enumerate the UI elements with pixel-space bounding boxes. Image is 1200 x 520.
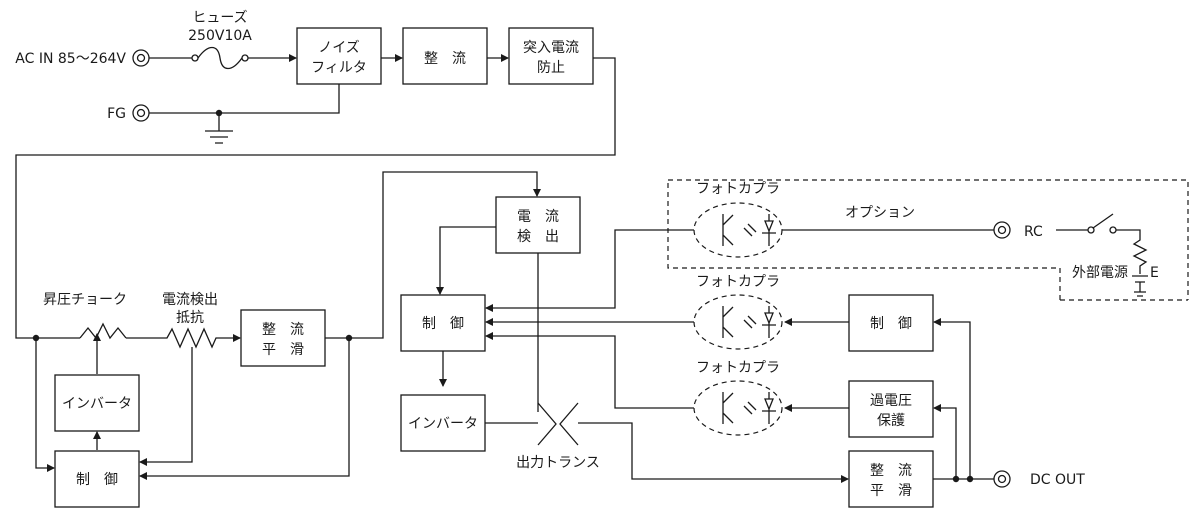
- inverter-main-block: [400, 394, 486, 452]
- control-main-block: [400, 294, 486, 352]
- smoothing-out-label-2: 平 滑: [870, 482, 912, 499]
- current-detect-label-1: 電 流: [517, 209, 559, 225]
- wire-choke-resistor-to-smoothing: [126, 327, 241, 349]
- wire-smoothing-to-current-detect: [325, 171, 541, 339]
- sense-resistor-label-2: 抵抗: [176, 310, 204, 326]
- ac-input-label: AC IN 85～264V: [15, 51, 126, 67]
- wire-out-to-overvoltage: [933, 404, 957, 479]
- wire-current-detect-to-control: [436, 226, 496, 295]
- current-detect-label-2: 検 出: [517, 229, 559, 245]
- sense-resistor-label-1: 電流検出: [162, 292, 218, 308]
- control-main-label: 制 御: [422, 316, 464, 332]
- fuse-rating-label: 250V10A: [188, 28, 252, 44]
- noise-filter-label-2: フィルタ: [311, 60, 367, 76]
- rc-label: RC: [1024, 224, 1043, 240]
- noise-filter-block: [296, 27, 382, 85]
- smoothing-out-label-1: 整 流: [870, 463, 912, 479]
- wire-pc3-to-control: [485, 332, 694, 409]
- photocoupler-2-label: フォトカプラ: [696, 274, 780, 290]
- output-transformer-symbol: [537, 402, 579, 446]
- inverter-boost-block: [54, 374, 140, 432]
- inverter-boost-label: インバータ: [62, 396, 132, 412]
- e-label: E: [1150, 265, 1159, 281]
- option-label: オプション: [845, 205, 915, 221]
- fuse-symbol: [197, 46, 243, 70]
- boost-choke-label: 昇圧チョーク: [43, 292, 127, 308]
- fg-terminal: [132, 104, 150, 122]
- overvoltage-label-2: 保護: [877, 413, 905, 429]
- control-boost-block: [54, 450, 140, 508]
- inrush-label-1: 突入電流: [523, 40, 579, 56]
- boost-choke-symbol: [79, 322, 127, 340]
- noise-filter-label-1: ノイズ: [318, 40, 360, 56]
- smoothing-1-label-2: 平 滑: [262, 341, 304, 358]
- photocoupler-3: [693, 380, 783, 436]
- photocoupler-3-label: フォトカプラ: [696, 360, 780, 376]
- rc-terminal: [993, 221, 1011, 239]
- wire-transformer-to-output-smoothing: [578, 422, 849, 483]
- fuse-label: ヒューズ: [192, 10, 247, 26]
- control-boost-label: 制 御: [76, 472, 118, 488]
- fg-label: FG: [107, 106, 126, 122]
- inverter-main-label: インバータ: [408, 416, 478, 432]
- fuse-contact-right: [241, 54, 249, 62]
- wire-fg-to-filter: [149, 84, 340, 114]
- switch-contact-left: [1087, 226, 1095, 234]
- smoothing-out-block: [848, 450, 934, 508]
- rectifier-block: [402, 27, 488, 85]
- option-boundary: [667, 179, 1189, 301]
- smoothing-1-label-1: 整 流: [262, 322, 304, 338]
- current-detect-block: [495, 196, 581, 254]
- wire-input-to-boost-control: [35, 338, 55, 472]
- transformer-label: 出力トランス: [516, 455, 600, 471]
- wire-inrush-to-choke: [15, 57, 616, 339]
- external-resistor-symbol: [1116, 229, 1148, 274]
- overvoltage-block: [848, 380, 934, 438]
- dc-out-label: DC OUT: [1030, 472, 1085, 488]
- wire-out-to-control: [933, 318, 971, 479]
- external-power-label: 外部電源: [1072, 265, 1128, 281]
- junction-dc-bus: [345, 334, 353, 342]
- wire-resistor-to-boost-control: [139, 347, 193, 466]
- dc-out-terminal: [993, 470, 1011, 488]
- switch-contact-right: [1109, 226, 1117, 234]
- wire-pc1-to-control: [485, 229, 694, 312]
- inrush-block: [508, 27, 594, 85]
- photocoupler-1: [693, 202, 783, 258]
- control-out-label: 制 御: [870, 316, 912, 332]
- photocoupler-2: [693, 294, 783, 350]
- fuse-contact-left: [191, 54, 199, 62]
- wire-feedback-to-boost-control: [139, 338, 350, 480]
- inrush-label-2: 防止: [537, 60, 565, 76]
- external-battery-symbol: [1132, 275, 1148, 297]
- ac-input-terminal: [132, 49, 150, 67]
- photocoupler-1-label: フォトカプラ: [696, 181, 780, 197]
- ground-symbol: [205, 113, 233, 144]
- rectifier-label: 整 流: [424, 51, 466, 67]
- switch-lever: [1092, 213, 1114, 229]
- overvoltage-label-1: 過電圧: [870, 393, 912, 409]
